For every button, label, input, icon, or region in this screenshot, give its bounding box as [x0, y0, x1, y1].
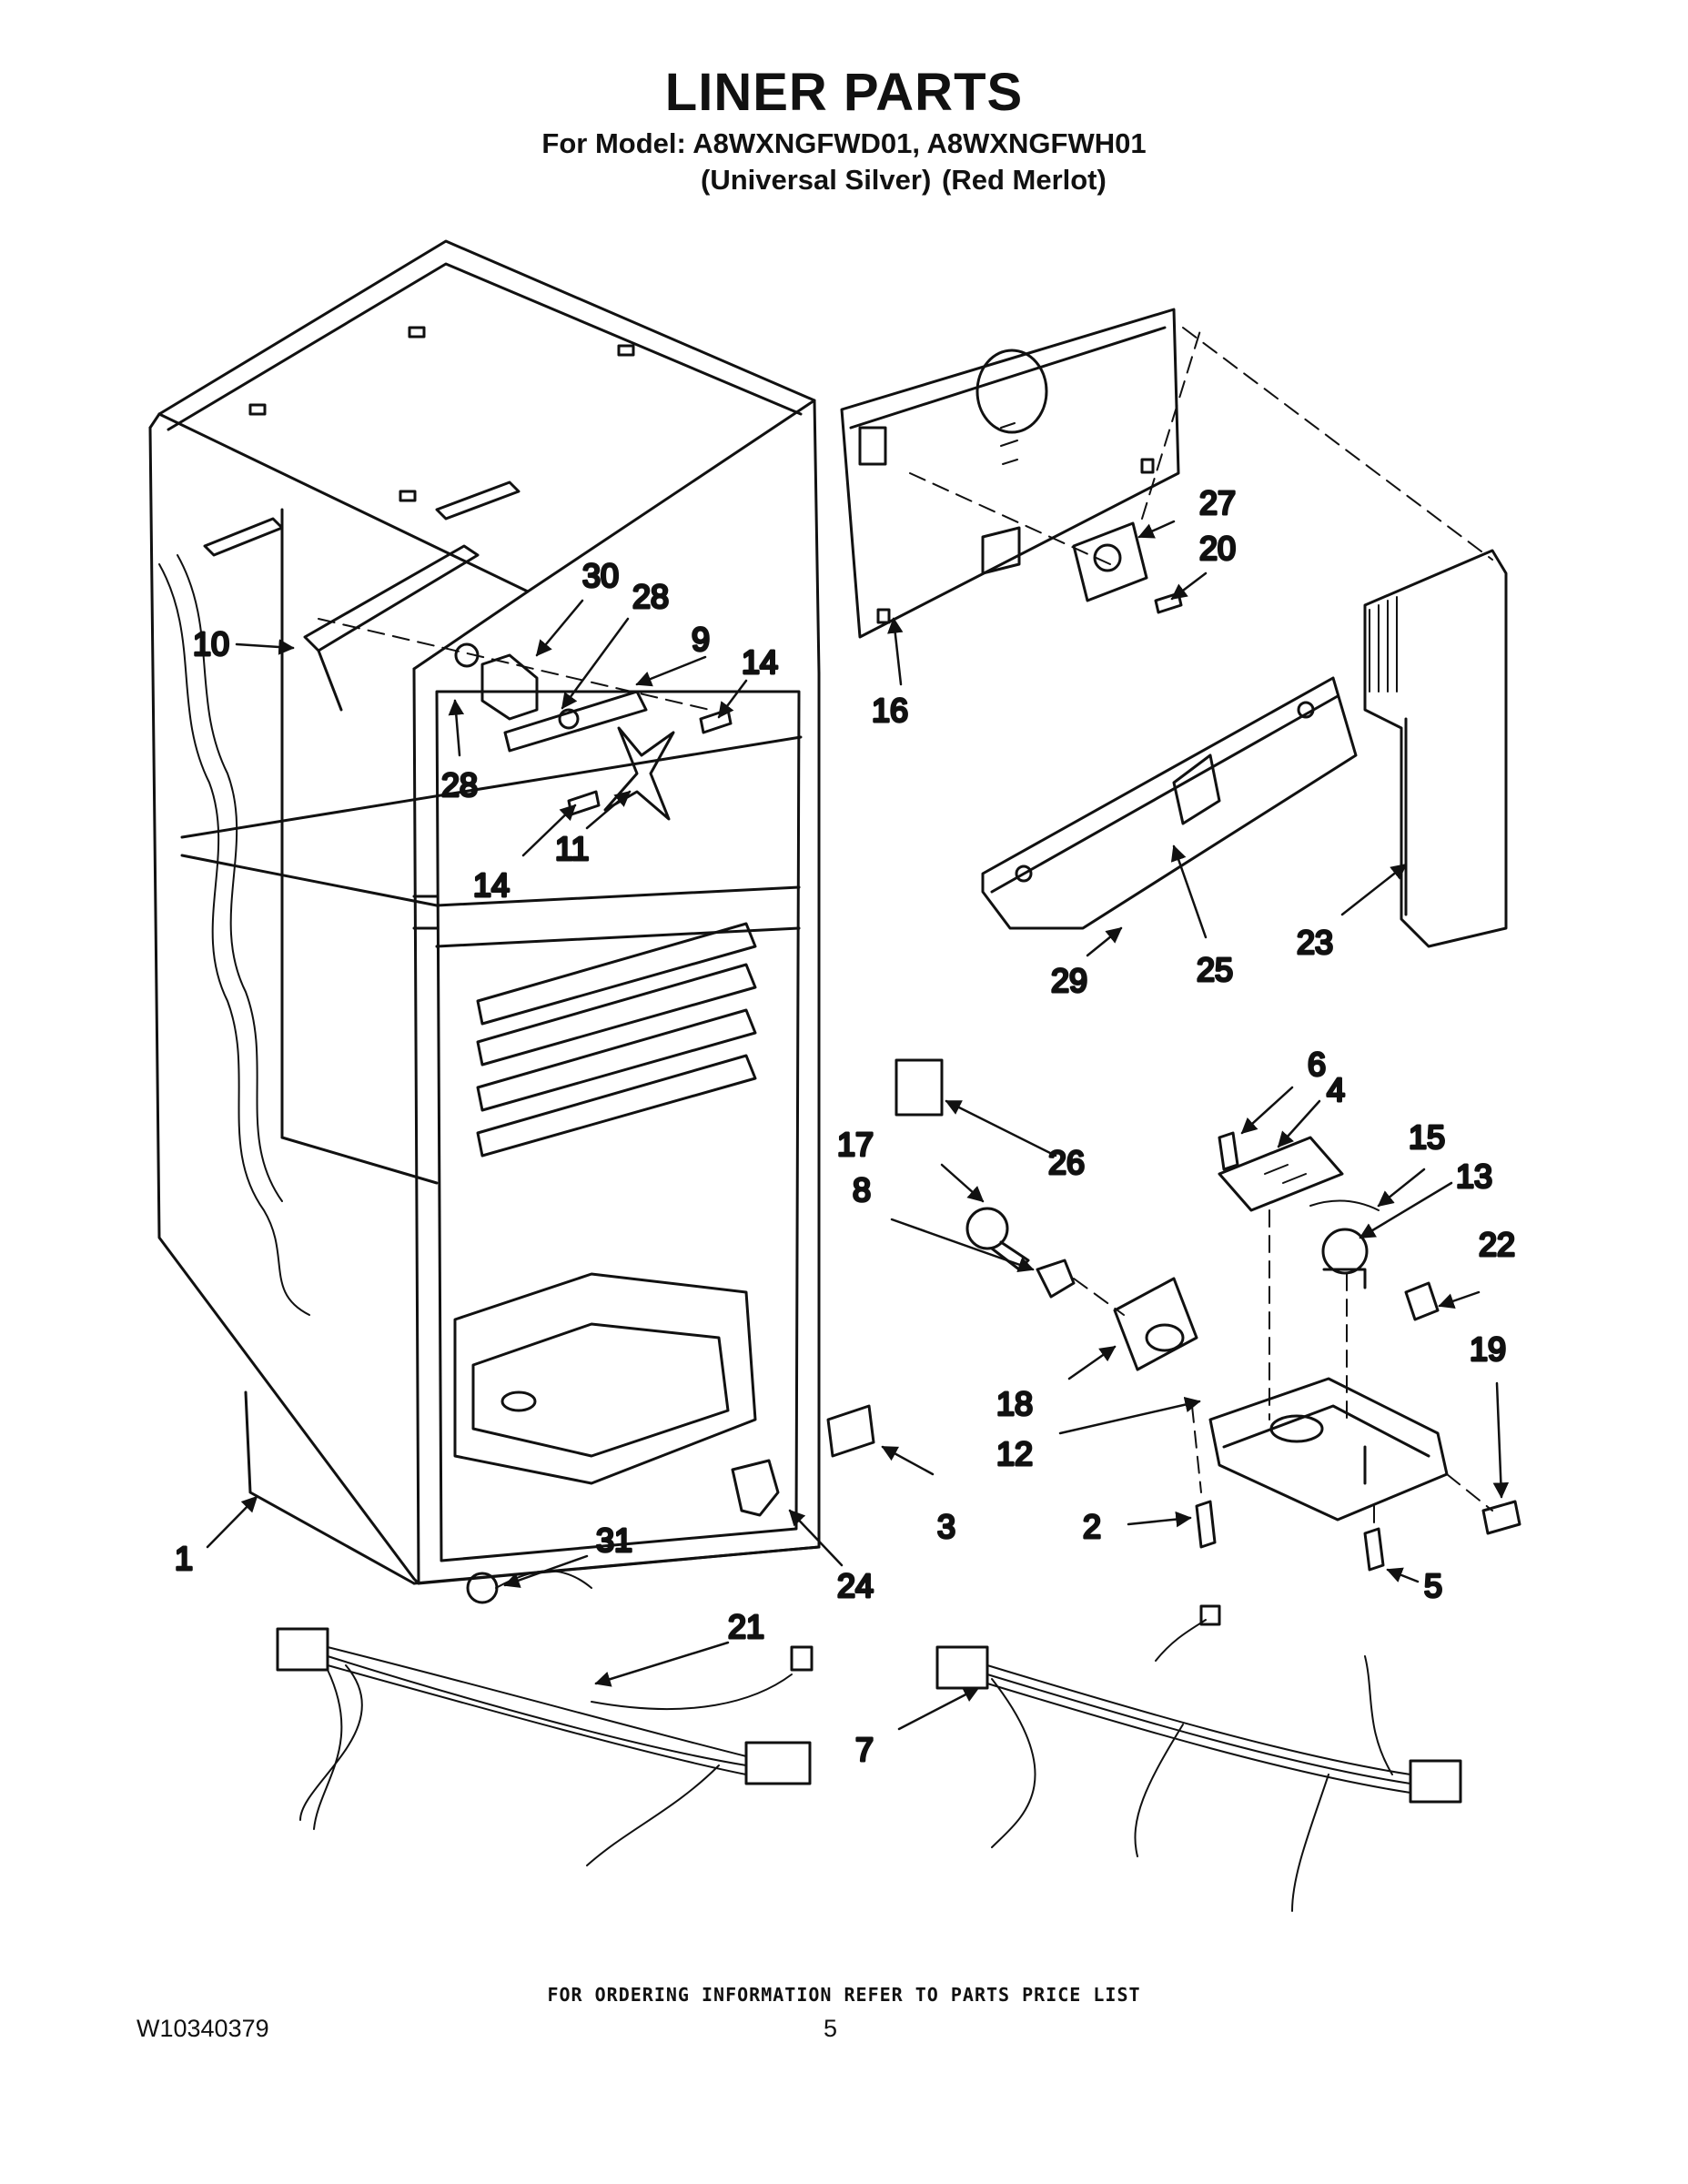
light-socket-clip [895, 1058, 944, 1117]
callout-25: 25 [1197, 951, 1233, 988]
callout-arrows [206, 520, 1510, 1731]
assembly-lines [318, 327, 1493, 1530]
callout-4: 4 [1327, 1071, 1345, 1108]
light-socket [1036, 1259, 1076, 1299]
wire-harness-7 [935, 1604, 1462, 1912]
callout-6: 6 [1308, 1046, 1326, 1083]
clip-19 [1481, 1500, 1521, 1535]
ordering-note: FOR ORDERING INFORMATION REFER TO PARTS … [547, 1984, 1141, 2006]
callout-7: 7 [855, 1731, 874, 1768]
callout-5: 5 [1424, 1567, 1442, 1604]
light-bulb [965, 1207, 1030, 1271]
callout-21: 21 [728, 1608, 764, 1645]
control-board [1218, 1136, 1344, 1212]
callout-16: 16 [872, 692, 908, 729]
callout-27: 27 [1199, 484, 1236, 521]
variant-red-merlot: (Red Merlot) [942, 164, 1107, 196]
callout-10: 10 [193, 625, 229, 662]
screw-5 [1363, 1527, 1385, 1572]
refrigerator-liner [148, 239, 821, 1585]
callout-30: 30 [582, 557, 619, 594]
variant-universal-silver: (Universal Silver) [701, 164, 932, 196]
callout-8: 8 [853, 1171, 871, 1208]
callout-12: 12 [996, 1435, 1033, 1472]
light-shield [1113, 1277, 1198, 1371]
document-number: W10340379 [136, 2015, 269, 2042]
callout-17: 17 [837, 1126, 874, 1163]
air-duct-cover [1363, 549, 1508, 948]
callout-31: 31 [596, 1522, 632, 1559]
relay-3 [826, 1404, 875, 1458]
callout-23: 23 [1297, 924, 1333, 961]
mounting-plate [1072, 521, 1148, 602]
fan-motor [454, 642, 580, 730]
model-line: For Model: A8WXNGFWD01, A8WXNGFWH01 [541, 127, 1147, 159]
connector-24 [731, 1459, 780, 1517]
evaporator-cover [840, 308, 1180, 639]
screw-2 [1195, 1500, 1217, 1549]
control-knob [1404, 1281, 1440, 1321]
callout-1: 1 [175, 1540, 193, 1577]
callout-29: 29 [1051, 962, 1087, 999]
callout-20: 20 [1199, 530, 1236, 567]
light-housing [981, 676, 1358, 930]
callout-15: 15 [1409, 1118, 1445, 1156]
fan-bracket [303, 544, 648, 753]
callout-13: 13 [1456, 1158, 1492, 1195]
thermistor [1309, 1199, 1380, 1211]
callout-28a: 28 [441, 766, 478, 804]
control-housing [1208, 1377, 1449, 1522]
callout-2: 2 [1083, 1508, 1101, 1545]
callout-18: 18 [996, 1385, 1033, 1422]
callout-3: 3 [937, 1508, 955, 1545]
callout-9: 9 [692, 621, 710, 658]
callout-11: 11 [555, 830, 589, 867]
callout-14b: 14 [473, 866, 510, 904]
temperature-control [1321, 1228, 1369, 1289]
callout-14a: 14 [742, 643, 778, 681]
callout-24: 24 [837, 1567, 874, 1604]
page-title: LINER PARTS [664, 63, 1024, 122]
screw-6 [1218, 1131, 1239, 1171]
callout-26: 26 [1048, 1144, 1085, 1181]
page-number: 5 [824, 2015, 838, 2042]
callout-labels: 1 2 3 4 5 6 7 8 9 10 11 12 13 14 14 15 1… [174, 483, 1517, 1770]
callout-22: 22 [1479, 1226, 1515, 1263]
callout-19: 19 [1470, 1330, 1506, 1368]
callout-28b: 28 [632, 578, 669, 615]
wire-harness-21 [276, 1570, 814, 1866]
